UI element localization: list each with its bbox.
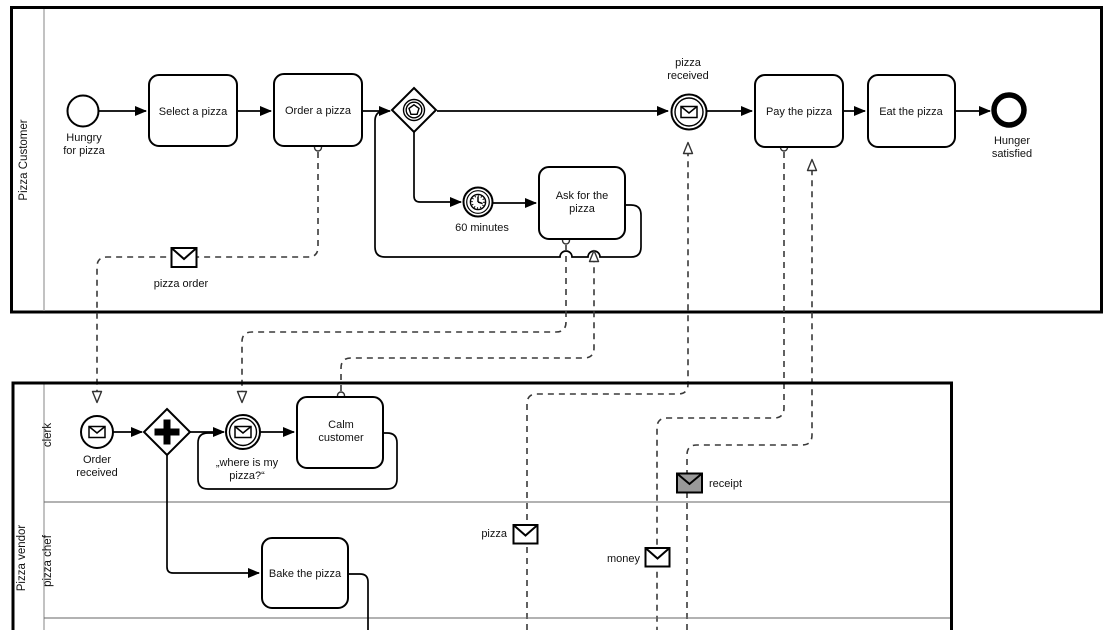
message-label-receipt: receipt <box>709 478 742 490</box>
task-ask-for-the-pizza[interactable]: Ask for the pizza <box>538 166 626 240</box>
sequence-flows-vendor <box>113 427 398 630</box>
sequence-flow-bake-down <box>348 573 369 630</box>
end-event-hunger-satisfied[interactable]: Hunger satisfied <box>991 92 1032 160</box>
envelope-icon <box>680 105 698 119</box>
task-eat-the-pizza[interactable]: Eat the pizza <box>867 74 956 148</box>
clock-icon <box>469 193 487 211</box>
timer-label: 60 minutes <box>455 222 509 234</box>
message-flow-pizza-order <box>91 152 319 404</box>
svg-text:Order: Order <box>83 454 111 466</box>
svg-text:received: received <box>667 70 709 82</box>
message-envelope-pizza-order[interactable]: pizza order <box>154 247 209 290</box>
svg-text:satisfied: satisfied <box>992 148 1032 160</box>
svg-text:Pay the pizza: Pay the pizza <box>766 106 833 118</box>
pool-label-pizza-vendor: Pizza vendor <box>16 525 28 592</box>
svg-text:received: received <box>76 467 118 479</box>
start-event-hungry-for-pizza[interactable]: Hungry for pizza <box>63 94 106 158</box>
svg-text:Eat the pizza: Eat the pizza <box>879 106 943 118</box>
message-envelope-money[interactable]: money <box>607 547 671 568</box>
envelope-icon <box>88 425 106 439</box>
message-event-where-is-my-pizza[interactable]: „where is my pizza?“ <box>216 414 279 482</box>
svg-text:Ask for the: Ask for the <box>556 190 609 202</box>
message-envelope-pizza[interactable]: pizza <box>481 524 539 545</box>
lane-label-pizza-chef: pizza chef <box>42 534 54 587</box>
svg-text:Calm: Calm <box>328 419 354 431</box>
svg-text:„where is my: „where is my <box>216 457 279 469</box>
svg-text:Hunger: Hunger <box>994 135 1030 147</box>
message-flow-money <box>656 152 785 630</box>
sequence-flow-ask-loop-to-gateway <box>374 110 642 258</box>
sequence-flows-customer <box>99 106 991 258</box>
sequence-flow-gateway-to-timer <box>413 132 462 207</box>
pentagon-icon <box>408 103 420 116</box>
task-calm-customer[interactable]: Calm customer <box>296 396 384 469</box>
message-event-pizza-received[interactable]: pizza received <box>667 57 709 131</box>
pool-label-pizza-customer: Pizza Customer <box>18 119 30 200</box>
svg-text:Order a pizza: Order a pizza <box>285 105 352 117</box>
sequence-flow-gateway-to-bake <box>166 455 260 578</box>
pool-pizza-customer: Pizza Customer <box>10 6 1103 314</box>
message-label-money: money <box>607 553 641 565</box>
pool-pizza-vendor: Pizza vendor clerk pizza chef <box>11 381 953 630</box>
svg-text:Bake the pizza: Bake the pizza <box>269 568 342 580</box>
message-flow-calm-to-ask <box>340 249 600 391</box>
event-based-gateway[interactable] <box>390 86 438 134</box>
message-start-event-order-received[interactable]: Order received <box>76 415 118 479</box>
svg-text:pizza: pizza <box>569 203 596 215</box>
task-pay-the-pizza[interactable]: Pay the pizza <box>754 74 844 148</box>
message-envelope-receipt[interactable]: receipt <box>676 472 742 494</box>
svg-text:Select a pizza: Select a pizza <box>159 106 228 118</box>
envelope-icon <box>234 425 252 439</box>
svg-text:pizza: pizza <box>675 57 702 69</box>
svg-text:customer: customer <box>318 432 364 444</box>
task-select-a-pizza[interactable]: Select a pizza <box>148 74 238 147</box>
svg-text:for pizza: for pizza <box>63 145 105 157</box>
svg-text:pizza?“: pizza?“ <box>229 470 265 482</box>
message-flow-receipt <box>686 158 818 630</box>
message-flow-where-is-my-pizza <box>236 245 567 404</box>
task-bake-the-pizza[interactable]: Bake the pizza <box>261 537 349 609</box>
svg-text:Hungry: Hungry <box>66 132 102 144</box>
task-order-a-pizza[interactable]: Order a pizza <box>273 73 363 147</box>
message-label-pizza-order: pizza order <box>154 278 209 290</box>
lane-label-clerk: clerk <box>42 423 54 448</box>
message-label-pizza: pizza <box>481 528 508 540</box>
message-flow-pizza <box>526 141 694 630</box>
timer-event[interactable]: 60 minutes <box>455 186 509 235</box>
parallel-gateway[interactable] <box>142 407 192 457</box>
message-flows <box>91 141 818 630</box>
plus-icon <box>154 419 180 445</box>
sequence-flow-calm-loop-to-where <box>197 432 398 490</box>
